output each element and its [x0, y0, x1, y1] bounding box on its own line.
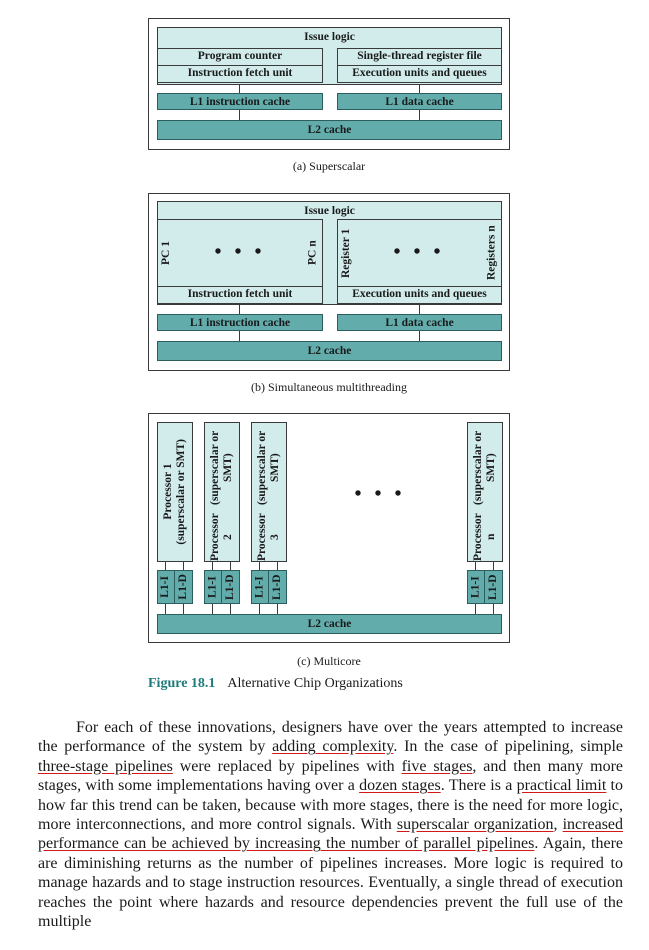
connector-line	[277, 562, 278, 570]
l1-instruction-cache-block: L1 instruction cache	[157, 93, 323, 110]
underlined-phrase: increased performance can be achieved by…	[38, 816, 624, 853]
pc-n-label: PC n	[304, 219, 323, 287]
l1-i-cache-n: L1-I	[467, 570, 485, 604]
connector-line	[259, 604, 260, 614]
execution-units-block: Execution units and queues	[337, 286, 502, 304]
l1-d-cache-2: L1-D	[221, 570, 240, 604]
processor-2-block: Processor 2 (superscalar or SMT)	[204, 422, 240, 562]
l2-cache-block: L2 cache	[157, 341, 502, 361]
l2-cache-block: L2 cache	[157, 614, 502, 634]
l1-d-cache-1: L1-D	[174, 570, 193, 604]
connector-line	[239, 305, 240, 314]
l1-instruction-cache-block: L1 instruction cache	[157, 314, 323, 331]
connector-line	[239, 110, 240, 120]
connector-line	[239, 84, 240, 93]
connector-line	[165, 604, 166, 614]
connector-line	[212, 562, 213, 570]
underlined-phrase: adding complexity	[272, 738, 394, 756]
connector-line	[493, 562, 494, 570]
underlined-phrase: three-stage pipelines	[38, 757, 173, 775]
l1-data-cache-block: L1 data cache	[337, 314, 502, 331]
connector-line	[419, 110, 420, 120]
instruction-fetch-unit-block: Instruction fetch unit	[157, 65, 323, 83]
connector-line	[419, 331, 420, 341]
l1-i-cache-3: L1-I	[251, 570, 269, 604]
superscalar-caption: (a) Superscalar	[292, 159, 366, 173]
underlined-phrase: five stages	[401, 757, 473, 775]
l2-cache-block: L2 cache	[157, 120, 502, 140]
figure-caption: Figure 18.1 Alternative Chip Organization…	[148, 676, 548, 692]
underlined-phrase: superscalar organization	[396, 816, 554, 834]
register-1-label: Register 1	[337, 219, 355, 287]
issue-logic-label: Issue logic	[304, 31, 355, 43]
connector-line	[277, 604, 278, 614]
connector-line	[230, 562, 231, 570]
multicore-caption: (c) Multicore	[297, 654, 361, 668]
execution-units-block: Execution units and queues	[337, 65, 502, 83]
l1-d-cache-n: L1-D	[484, 570, 503, 604]
connector-line	[212, 604, 213, 614]
l1-data-cache-block: L1 data cache	[337, 93, 502, 110]
processor-3-block: Processor 3 (superscalar or SMT)	[251, 422, 287, 562]
processor-ellipsis: • • •	[354, 483, 406, 505]
pc-ellipsis: • • •	[214, 241, 266, 263]
underlined-phrase: practical limit	[516, 777, 607, 795]
body-paragraph: For each of these innovations, designers…	[38, 719, 624, 931]
l1-d-cache-3: L1-D	[268, 570, 287, 604]
underlined-phrase: dozen stages	[359, 777, 441, 795]
l1-i-cache-1: L1-I	[157, 570, 175, 604]
connector-line	[419, 305, 420, 314]
pc-1-label: PC 1	[157, 219, 175, 287]
connector-line	[475, 604, 476, 614]
register-ellipsis: • • •	[393, 241, 445, 263]
connector-line	[183, 604, 184, 614]
figure-title: Alternative Chip Organizations	[227, 676, 403, 691]
connector-line	[239, 331, 240, 341]
instruction-fetch-unit-block: Instruction fetch unit	[157, 286, 323, 304]
figure-number: Figure 18.1	[148, 676, 216, 691]
connector-line	[230, 604, 231, 614]
connector-line	[259, 562, 260, 570]
connector-line	[493, 604, 494, 614]
connector-line	[475, 562, 476, 570]
register-file-block: Single-thread register file	[337, 48, 502, 66]
smt-caption: (b) Simultaneous multithreading	[251, 380, 407, 394]
multicore-diagram	[148, 413, 510, 643]
program-counter-block: Program counter	[157, 48, 323, 66]
connector-line	[419, 84, 420, 93]
connector-line	[183, 562, 184, 570]
registers-n-label: Registers n	[483, 219, 502, 287]
processor-1-block: Processor 1 (superscalar or SMT)	[157, 422, 193, 562]
processor-n-block: Processor n (superscalar or SMT)	[467, 422, 503, 562]
l1-i-cache-2: L1-I	[204, 570, 222, 604]
connector-line	[165, 562, 166, 570]
